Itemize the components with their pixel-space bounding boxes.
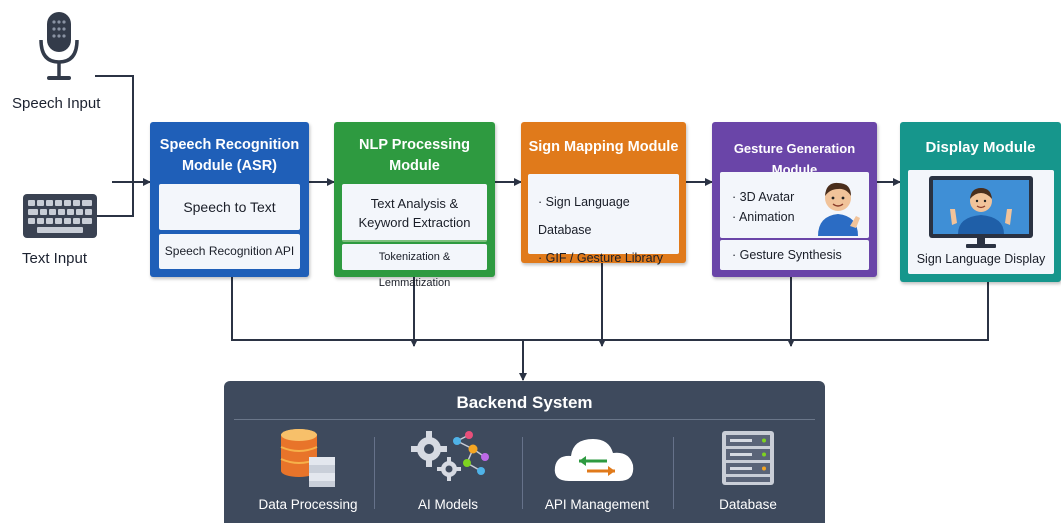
sign-display-label: Sign Language Display	[916, 252, 1046, 266]
text-analysis-panel: Text Analysis & Keyword Extraction	[342, 184, 487, 242]
server-rack-icon	[722, 431, 774, 485]
gesture-synthesis-label: · Gesture Synthesis	[732, 248, 842, 262]
gif-library-label: · GIF / Gesture Library	[538, 251, 664, 265]
animation-label: · Animation	[732, 210, 795, 224]
speech-api-label: Speech Recognition API	[164, 244, 295, 258]
nlp-module: NLP Processing Module Text Analysis & Ke…	[334, 122, 495, 289]
api-management-item: API Management	[523, 427, 671, 523]
backend-title: Backend System	[456, 393, 593, 412]
sign-db-label: · Sign Language Database	[538, 195, 630, 237]
data-processing-label: Data Processing	[258, 497, 358, 512]
ai-models-item: AI Models	[374, 427, 522, 523]
avatar-panel: · 3D Avatar · Animation	[720, 172, 869, 238]
microphone-icon	[39, 12, 79, 80]
speech-input-label: Speech Input	[12, 95, 101, 112]
ai-models-label: AI Models	[417, 497, 479, 512]
database-label: Database	[719, 497, 777, 512]
backend-separator	[374, 437, 375, 509]
keyword-extraction-label: Keyword Extraction	[358, 215, 471, 230]
gesture-synthesis-panel: · Gesture Synthesis	[720, 240, 869, 270]
avatar-label: · 3D Avatar	[732, 190, 795, 204]
asr-title: Speech Recognition Module (ASR)	[159, 137, 300, 174]
gesture-module: Gesture Generation Module · 3D Avatar · …	[712, 122, 877, 277]
tokenization-panel: Tokenization & Lemmatization	[342, 244, 487, 289]
database-stack-icon	[280, 429, 335, 487]
speech-to-text-label: Speech to Text	[183, 199, 276, 215]
backend-separator	[673, 437, 674, 509]
bus-line	[231, 276, 989, 341]
backend-separator	[522, 437, 523, 509]
database-item: Database	[674, 427, 822, 523]
text-analysis-label: Text Analysis &	[370, 196, 459, 211]
nlp-title: NLP Processing Module	[359, 137, 470, 174]
display-title: Display Module	[925, 139, 1036, 156]
api-management-label: API Management	[544, 497, 650, 512]
speech-connector	[95, 75, 134, 182]
text-connector	[95, 182, 134, 217]
tokenization-label: Tokenization & Lemmatization	[378, 251, 451, 289]
sign-db-panel: · Sign Language Database · GIF / Gesture…	[528, 174, 679, 265]
data-processing-item: Data Processing	[234, 427, 382, 523]
monitor-avatar-icon	[929, 176, 1033, 248]
display-module: Display Module Sign Language Display	[900, 122, 1061, 282]
backend-divider	[234, 419, 815, 420]
speech-to-text-panel: Speech to Text	[159, 184, 300, 230]
avatar-icon	[818, 182, 860, 236]
backend-system: Backend System Data Processing	[224, 381, 825, 523]
speech-api-panel: Speech Recognition API	[159, 234, 300, 269]
text-input-label: Text Input	[22, 250, 88, 267]
sign-mapping-module: Sign Mapping Module · Sign Language Data…	[521, 122, 686, 265]
keyboard-icon	[23, 194, 97, 238]
asr-module: Speech Recognition Module (ASR) Speech t…	[150, 122, 309, 277]
sign-mapping-title: Sign Mapping Module	[528, 139, 679, 155]
display-panel: Sign Language Display	[908, 170, 1054, 274]
cloud-exchange-icon	[554, 439, 634, 481]
gears-network-icon	[411, 431, 489, 481]
